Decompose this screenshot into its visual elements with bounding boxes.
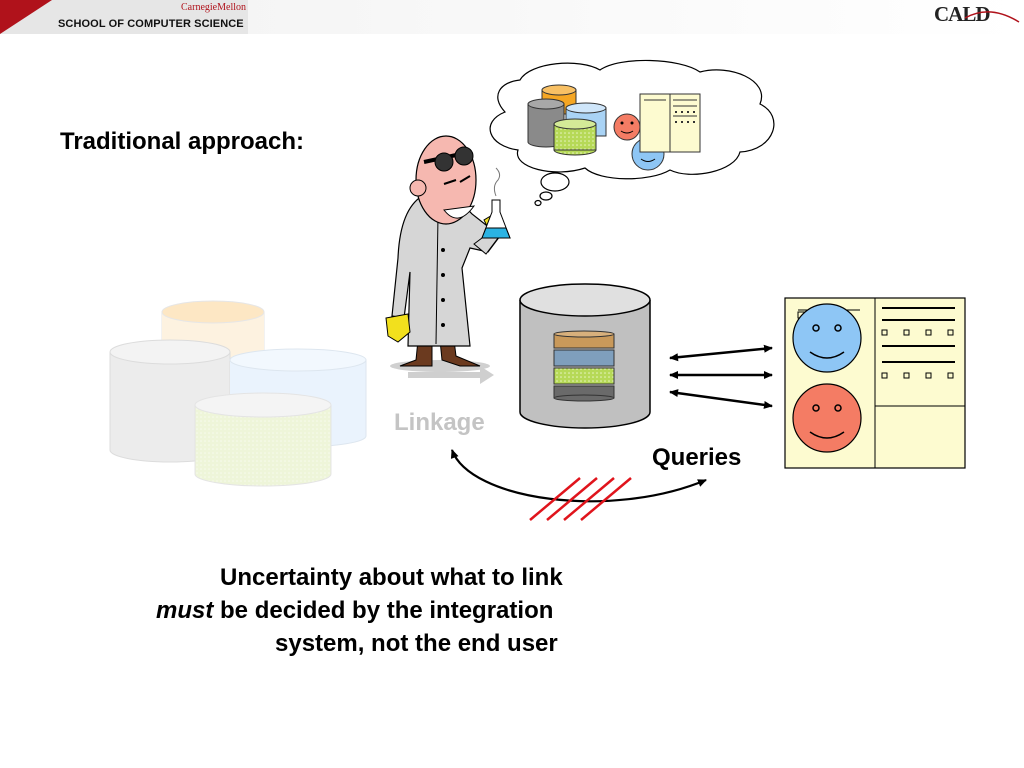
queries-label: Queries	[652, 444, 742, 471]
hatch-strike-icon	[529, 477, 632, 521]
feedback-curved-arrow	[450, 449, 707, 503]
caption-line-1: Uncertainty about what to link	[220, 564, 563, 591]
query-arrow-3	[669, 389, 773, 409]
faded-database-green-icon	[194, 392, 332, 487]
caption-line-2: must be decided by the integration	[156, 597, 553, 625]
mini-report-document-icon	[639, 93, 701, 153]
mini-smiley-red-icon	[613, 113, 641, 141]
mini-database-green-icon	[553, 118, 597, 156]
smiley-face-red-icon	[792, 383, 862, 453]
cald-logo: CALD	[934, 2, 991, 26]
slide-title: Traditional approach:	[60, 128, 305, 155]
linkage-label: Linkage	[394, 409, 485, 436]
caption-emphasis: must	[156, 597, 214, 624]
cald-swoosh-icon	[964, 11, 1020, 23]
faded-linkage-arrow-icon	[408, 366, 494, 384]
query-arrow-1	[669, 344, 773, 362]
cmu-red-corner	[0, 0, 52, 34]
cmu-logo: CarnegieMellon	[181, 2, 246, 13]
query-arrows	[669, 344, 773, 409]
caption-line-3: system, not the end user	[275, 630, 558, 657]
integrated-database-icon	[519, 283, 651, 429]
smiley-face-blue-icon	[792, 303, 862, 373]
caption-line-2-rest: be decided by the integration	[213, 597, 554, 624]
school-name: SCHOOL OF COMPUTER SCIENCE	[58, 18, 244, 30]
scientist-icon	[385, 135, 511, 372]
